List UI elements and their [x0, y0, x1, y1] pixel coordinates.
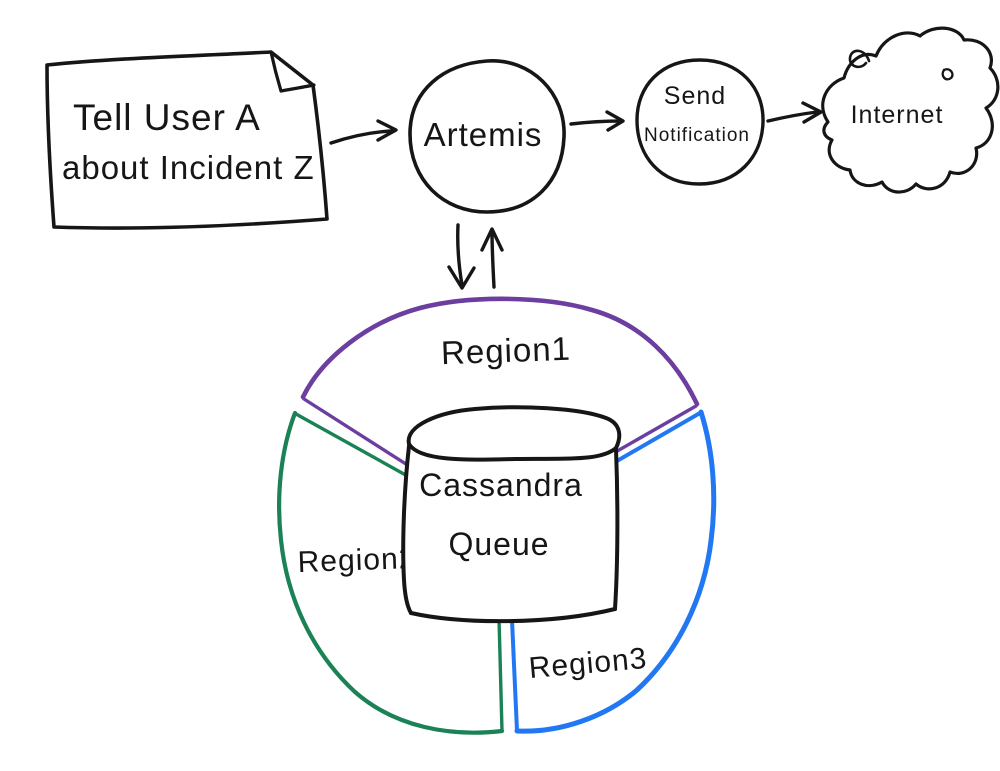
- arrow-send-to-internet: [766, 101, 823, 124]
- internet-cloud: Internet: [821, 26, 1000, 194]
- arrow-head-icon: [480, 227, 504, 252]
- arrow-artemis-to-send: [569, 110, 625, 132]
- cylinder-top-fill: [408, 407, 620, 460]
- arrow-queue-to-artemis-up: [480, 227, 504, 289]
- cloud-curl-left-icon: [848, 49, 871, 69]
- arrow-head-icon: [801, 101, 823, 124]
- arrow-shaft: [490, 229, 496, 289]
- note-outline: [45, 50, 329, 230]
- cylinder-bottom-edge: [409, 607, 617, 624]
- note-text-line2: about Incident Z: [62, 149, 315, 186]
- region2-arc: [277, 410, 505, 735]
- arrow-shaft: [569, 119, 623, 126]
- arrow-head-icon: [447, 265, 476, 290]
- cylinder-body-fill: [404, 446, 618, 622]
- region1-radial-right: [603, 404, 698, 460]
- arrow-shaft: [766, 110, 819, 123]
- queue-label-line2: Queue: [448, 526, 549, 562]
- note-card: Tell User A about Incident Z: [45, 50, 329, 230]
- artemis-circle: [408, 59, 566, 214]
- region3-radial-bottom: [510, 618, 519, 733]
- arrow-head-icon: [376, 119, 398, 142]
- region1-arc: [300, 296, 700, 407]
- arrow-note-to-artemis: [329, 119, 398, 145]
- cylinder-right-edge: [613, 447, 620, 611]
- arrow-shaft: [456, 223, 464, 287]
- send-label-line2: Notification: [644, 125, 750, 146]
- cylinder-left-edge: [401, 444, 413, 615]
- cloud-curl-right-icon: [941, 68, 954, 81]
- region2-segment: Region2: [277, 410, 505, 735]
- arrow-head-icon: [605, 110, 625, 132]
- queue-label-line1: Cassandra: [419, 467, 583, 503]
- send-notification-circle: [635, 58, 765, 186]
- arrow-artemis-to-queue-down: [447, 223, 476, 290]
- send-label-line1: Send: [664, 82, 726, 110]
- region1-label: Region1: [440, 330, 571, 372]
- artemis-node: Artemis: [408, 59, 566, 214]
- region3-label: Region3: [527, 642, 648, 685]
- region2-radial-top: [294, 412, 422, 485]
- cloud-outline: [821, 26, 1000, 194]
- arrow-shaft: [329, 129, 393, 145]
- region3-arc: [514, 409, 717, 734]
- region1-radial-left: [302, 397, 422, 475]
- region2-label: Region2: [297, 542, 417, 579]
- cassandra-cylinder: Cassandra Queue: [401, 405, 622, 624]
- artemis-label: Artemis: [424, 116, 543, 153]
- region3-radial-top: [608, 411, 702, 467]
- internet-label: Internet: [851, 101, 944, 129]
- note-fold-icon: [269, 50, 316, 93]
- region1-segment: Region1: [300, 296, 700, 475]
- send-notification-node: Send Notification: [635, 58, 765, 186]
- cylinder-top-ellipse: [406, 405, 622, 462]
- note-text-line1: Tell User A: [73, 97, 261, 138]
- region2-radial-bottom: [497, 616, 504, 733]
